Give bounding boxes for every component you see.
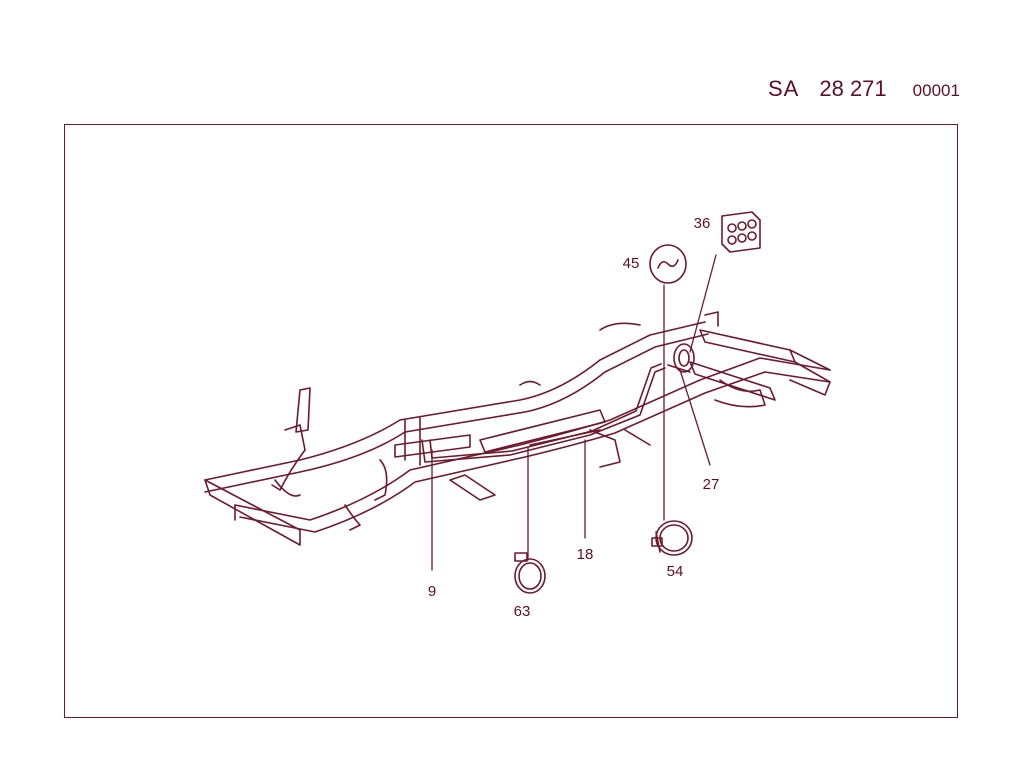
cross-member-2	[449, 474, 496, 501]
clamp-54	[651, 520, 693, 556]
callout-45: 45	[623, 255, 640, 272]
leader-27	[679, 369, 711, 466]
callout-54: 54	[667, 563, 684, 580]
drawing-frame	[64, 124, 958, 718]
exhaust-pipe	[421, 363, 666, 463]
hanger-bracket	[667, 343, 695, 373]
frame-left-rail	[204, 321, 706, 481]
doc-sheet-number: 00001	[912, 81, 960, 100]
rear-cross-member	[699, 329, 796, 363]
rubber-ring-45	[649, 244, 687, 284]
leader-lines	[431, 254, 717, 571]
callout-9: 9	[428, 583, 436, 600]
rubber-mount-36	[721, 211, 761, 253]
callout-36: 36	[694, 215, 711, 232]
front-cross-member	[204, 479, 301, 546]
callout-18: 18	[577, 546, 594, 563]
callout-63: 63	[514, 603, 531, 620]
clamp-63	[514, 552, 546, 594]
leader-36	[689, 254, 717, 353]
doc-prefix: SA	[768, 76, 800, 101]
chassis-frame	[204, 311, 831, 546]
document-reference: SA 28 271 00001	[768, 76, 960, 102]
callout-27: 27	[703, 476, 720, 493]
cross-member-1	[394, 434, 471, 458]
doc-number: 28 271	[819, 76, 887, 101]
